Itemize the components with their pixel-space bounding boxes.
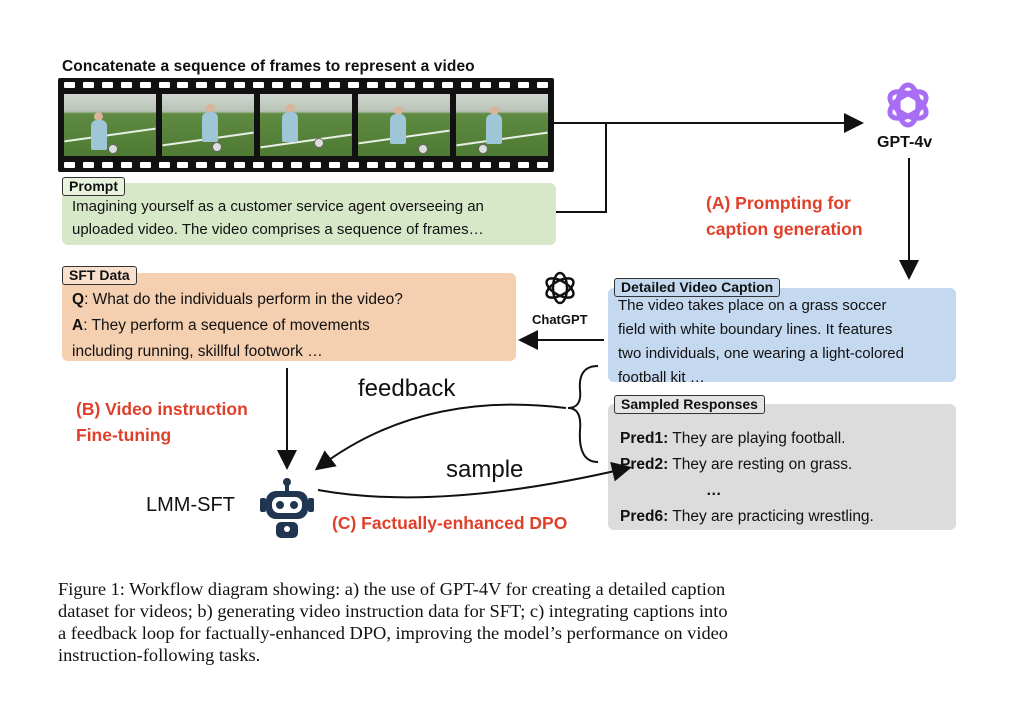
sft-tag: SFT Data xyxy=(62,266,137,285)
feedback-brace xyxy=(567,365,599,463)
robot-icon xyxy=(258,478,316,540)
video-frame-1 xyxy=(64,94,156,156)
arrow-sample xyxy=(317,461,632,499)
sample-ellipsis: … xyxy=(706,482,722,499)
sampled-list: Pred1: They are playing football. Pred2:… xyxy=(620,426,874,530)
sample-label: sample xyxy=(446,456,524,483)
sft-data-box: Q: What do the individuals perform in th… xyxy=(62,273,516,361)
sampled-tag: Sampled Responses xyxy=(614,395,765,414)
prompt-text: Imagining yourself as a customer service… xyxy=(72,198,484,238)
sft-text: Q: What do the individuals perform in th… xyxy=(72,291,403,360)
video-frame-5 xyxy=(456,94,548,156)
arrow-feedback xyxy=(314,403,567,471)
sample-item-2: Pred2: They are resting on grass. xyxy=(620,456,853,473)
prompt-box: Imagining yourself as a customer service… xyxy=(62,183,556,245)
chatgpt-label: ChatGPT xyxy=(532,312,588,327)
chatgpt-logo-icon xyxy=(540,268,580,308)
sample-item-1: Pred1: They are playing football. xyxy=(620,430,846,447)
film-perforations-top xyxy=(64,80,548,90)
film-perforations-bottom xyxy=(64,160,548,170)
film-title: Concatenate a sequence of frames to repr… xyxy=(62,58,475,75)
video-frame-4 xyxy=(358,94,450,156)
model-label: LMM-SFT xyxy=(146,494,235,516)
gpt4v-label: GPT-4v xyxy=(877,134,933,151)
video-frame-3 xyxy=(260,94,352,156)
detailed-caption-box: The video takes place on a grass soccer … xyxy=(608,288,956,386)
caption-text: The video takes place on a grass soccer … xyxy=(618,297,904,386)
video-frames-filmstrip xyxy=(58,78,554,172)
video-frame-2 xyxy=(162,94,254,156)
gpt4v-logo-icon xyxy=(880,80,936,130)
step-b-label: (B) Video instruction Fine-tuning xyxy=(76,399,248,445)
sample-item-6: Pred6: They are practicing wrestling. xyxy=(620,508,874,525)
caption-tag: Detailed Video Caption xyxy=(614,278,781,297)
prompt-tag: Prompt xyxy=(62,177,125,196)
feedback-label: feedback xyxy=(358,375,456,402)
step-c-label: (C) Factually-enhanced DPO xyxy=(332,513,568,533)
step-a-label: (A) Prompting for caption generation xyxy=(706,193,863,239)
figure-caption: Figure 1: Workflow diagram showing: a) t… xyxy=(58,579,729,665)
connector-prompt-to-line xyxy=(556,123,607,213)
sampled-responses-box: Pred1: They are playing football. Pred2:… xyxy=(608,404,956,530)
